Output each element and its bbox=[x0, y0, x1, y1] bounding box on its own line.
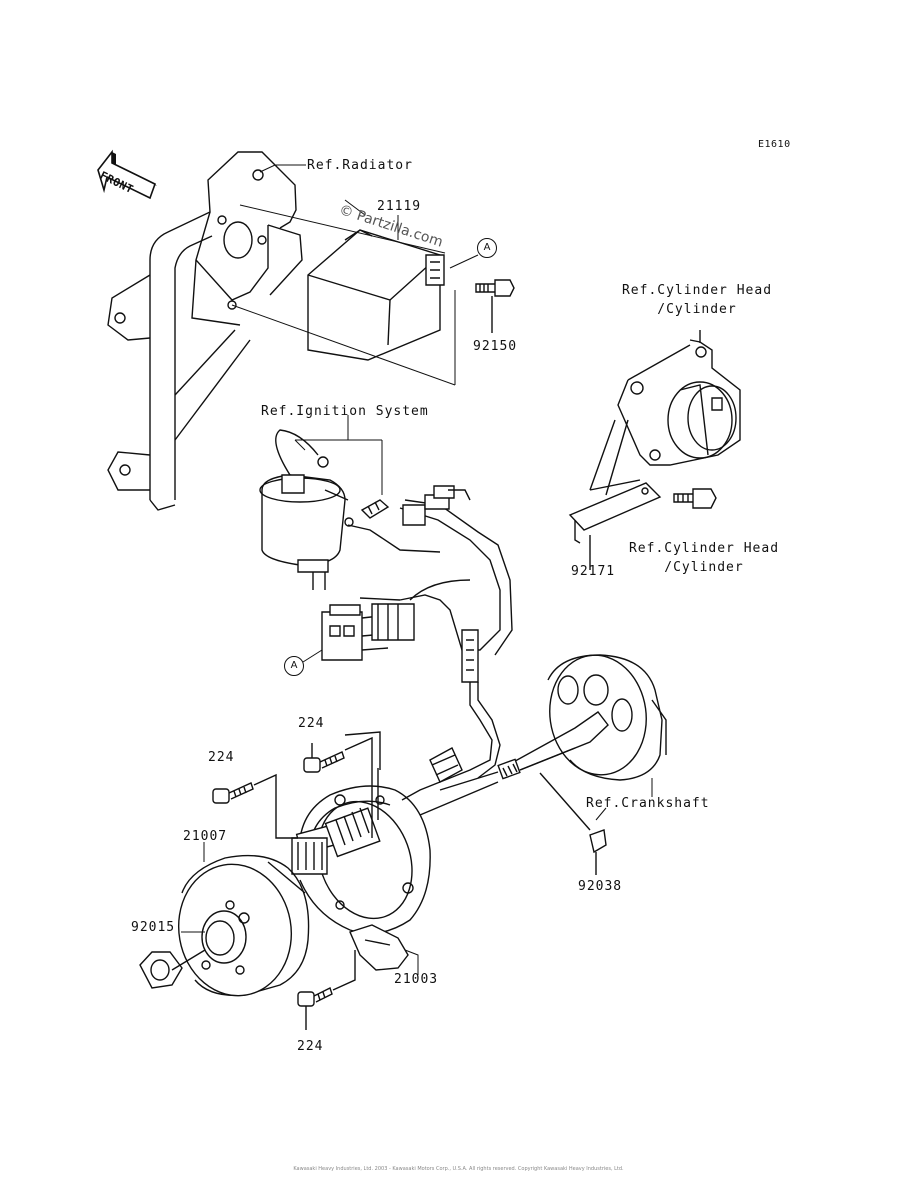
ref-cylinder-head-top-line2: /Cylinder bbox=[657, 302, 737, 317]
screw-224-bottom bbox=[298, 950, 355, 1030]
ref-ignition-system-label: Ref.Ignition System bbox=[261, 404, 429, 419]
label-leader-lines bbox=[181, 778, 652, 975]
ref-cylinder-head-bottom-line2: /Cylinder bbox=[664, 560, 744, 575]
connector-a-top-marker: A bbox=[477, 238, 497, 258]
igniter-leader-lines bbox=[232, 165, 478, 385]
flywheel-nut bbox=[140, 950, 205, 988]
stator-assembly bbox=[292, 732, 430, 970]
ref-cylinder-head-top-label: Ref.Cylinder Head /Cylinder bbox=[617, 283, 777, 317]
ref-radiator-label: Ref.Radiator bbox=[307, 158, 413, 173]
part-21007-label: 21007 bbox=[183, 829, 228, 844]
part-21003-label: 21003 bbox=[394, 972, 439, 987]
crankshaft-reference bbox=[420, 649, 666, 875]
part-224-left-label: 224 bbox=[208, 750, 235, 765]
diagram-code: E1610 bbox=[758, 139, 791, 150]
radiator-bracket bbox=[108, 152, 302, 510]
part-92015-label: 92015 bbox=[131, 920, 176, 935]
wiring-harness bbox=[360, 486, 512, 800]
ref-crankshaft-label: Ref.Crankshaft bbox=[586, 796, 710, 811]
bolt-cylinder-head bbox=[674, 489, 716, 508]
part-21119-label: 21119 bbox=[377, 199, 422, 214]
ref-cylinder-head-top-line1: Ref.Cylinder Head bbox=[621, 283, 773, 298]
stator-connector bbox=[322, 580, 470, 660]
ignition-coil-reference bbox=[260, 430, 440, 590]
ref-cylinder-head-bottom-label: Ref.Cylinder Head /Cylinder bbox=[624, 541, 784, 575]
part-92150-label: 92150 bbox=[473, 339, 518, 354]
flywheel-rotor bbox=[168, 855, 308, 1004]
part-92171-label: 92171 bbox=[571, 564, 616, 579]
screw-224-top bbox=[304, 738, 372, 838]
connector-a-bottom-leader bbox=[303, 650, 322, 662]
ignition-system-leader bbox=[295, 415, 382, 495]
ref-cylinder-head-bottom-line1: Ref.Cylinder Head bbox=[628, 541, 780, 556]
screw-224-left bbox=[213, 775, 298, 838]
part-224-bottom-label: 224 bbox=[297, 1039, 324, 1054]
bolt-92150 bbox=[476, 280, 514, 333]
part-92038-label: 92038 bbox=[578, 879, 623, 894]
bracket-plate-92171 bbox=[570, 420, 660, 570]
igniter-unit bbox=[308, 230, 444, 360]
front-arrow-icon bbox=[98, 152, 157, 198]
connector-a-bottom-marker: A bbox=[284, 656, 304, 676]
cylinder-head-reference bbox=[618, 330, 740, 465]
copyright-footer: Kawasaki Heavy Industries, Ltd. 2003 - K… bbox=[293, 1166, 624, 1172]
part-224-top-label: 224 bbox=[298, 716, 325, 731]
